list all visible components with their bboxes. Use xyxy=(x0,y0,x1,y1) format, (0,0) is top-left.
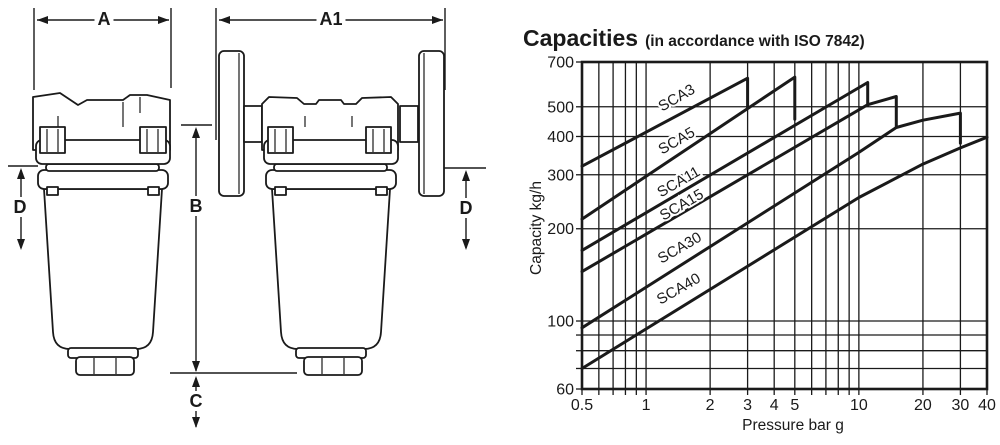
y-tick-label: 700 xyxy=(547,55,574,72)
curve-SCA3 xyxy=(580,76,750,168)
dim-label-d-left: D xyxy=(10,197,30,217)
drain-hex-nut xyxy=(75,356,135,376)
y-tick-label: 400 xyxy=(547,129,574,146)
bonnet xyxy=(32,92,171,151)
strainer-flanged xyxy=(218,50,445,376)
x-tick-label: 0.5 xyxy=(571,397,593,414)
pipe-boss-left xyxy=(267,126,294,154)
y-tick-label: 300 xyxy=(547,167,574,184)
y-tick-label: 200 xyxy=(547,221,574,238)
body-cup xyxy=(43,188,163,350)
neck-left xyxy=(243,105,263,143)
flange-right xyxy=(418,50,445,197)
x-tick-label: 5 xyxy=(790,397,799,414)
dimension-annotations xyxy=(8,8,486,428)
curve-SCA40 xyxy=(580,135,989,370)
x-tick-label: 4 xyxy=(770,397,779,414)
body-cup xyxy=(271,188,391,350)
dim-label-a1: A1 xyxy=(316,9,346,29)
cover-flange xyxy=(35,139,171,165)
bonnet xyxy=(261,96,399,151)
dim-b-lines xyxy=(170,124,297,374)
curve-SCA30 xyxy=(580,111,962,330)
pipe-boss-right xyxy=(139,126,167,154)
chart-title-main: Capacities xyxy=(523,25,639,51)
x-tick-label: 3 xyxy=(743,397,752,414)
neck-right xyxy=(399,105,419,143)
pipe-boss-left xyxy=(39,126,66,154)
pipe-boss-right xyxy=(365,126,392,154)
gasket-ring xyxy=(273,163,388,172)
curve-label-SCA40: SCA40 xyxy=(654,270,704,308)
curve-SCA5 xyxy=(580,75,797,221)
strainer-line-art xyxy=(8,8,486,428)
grid xyxy=(581,61,988,390)
curve-label-SCA3: SCA3 xyxy=(656,81,698,115)
gasket-ring xyxy=(45,163,160,172)
x-tick-label: 30 xyxy=(952,397,970,414)
y-axis-title: Capacity kg/h xyxy=(528,181,545,275)
chart-title-sub: (in accordance with ISO 7842) xyxy=(645,33,865,50)
chart-title: Capacities (in accordance with ISO 7842) xyxy=(523,25,865,52)
curve-SCA15 xyxy=(580,95,898,274)
y-tick-labels: 700 500 400 300 200 100 60 xyxy=(547,55,574,399)
cover-flange xyxy=(263,139,399,165)
x-tick-label: 1 xyxy=(642,397,651,414)
flange-left xyxy=(218,50,245,197)
x-tick-label: 10 xyxy=(850,397,868,414)
y-tick-label: 100 xyxy=(547,314,574,331)
dim-label-c: C xyxy=(186,391,206,411)
dim-label-b: B xyxy=(186,196,206,216)
dim-label-d-right: D xyxy=(456,198,476,218)
x-tick-label: 40 xyxy=(978,397,996,414)
y-tick-label: 60 xyxy=(556,382,574,399)
curve-SCA11 xyxy=(580,81,870,252)
x-axis-title: Pressure bar g xyxy=(742,417,844,434)
dimensional-drawing: A A1 B C D D xyxy=(8,8,486,428)
x-tick-label: 2 xyxy=(706,397,715,414)
capacity-curves xyxy=(580,75,989,370)
y-tick-label: 500 xyxy=(547,99,574,116)
curve-label-SCA5: SCA5 xyxy=(656,124,698,158)
dim-label-a: A xyxy=(94,9,114,29)
x-tick-label: 20 xyxy=(914,397,932,414)
strainer-screwed xyxy=(32,92,171,376)
curve-label-SCA30: SCA30 xyxy=(655,229,705,267)
plot-frame xyxy=(580,60,989,391)
drain-hex-nut xyxy=(303,356,363,376)
